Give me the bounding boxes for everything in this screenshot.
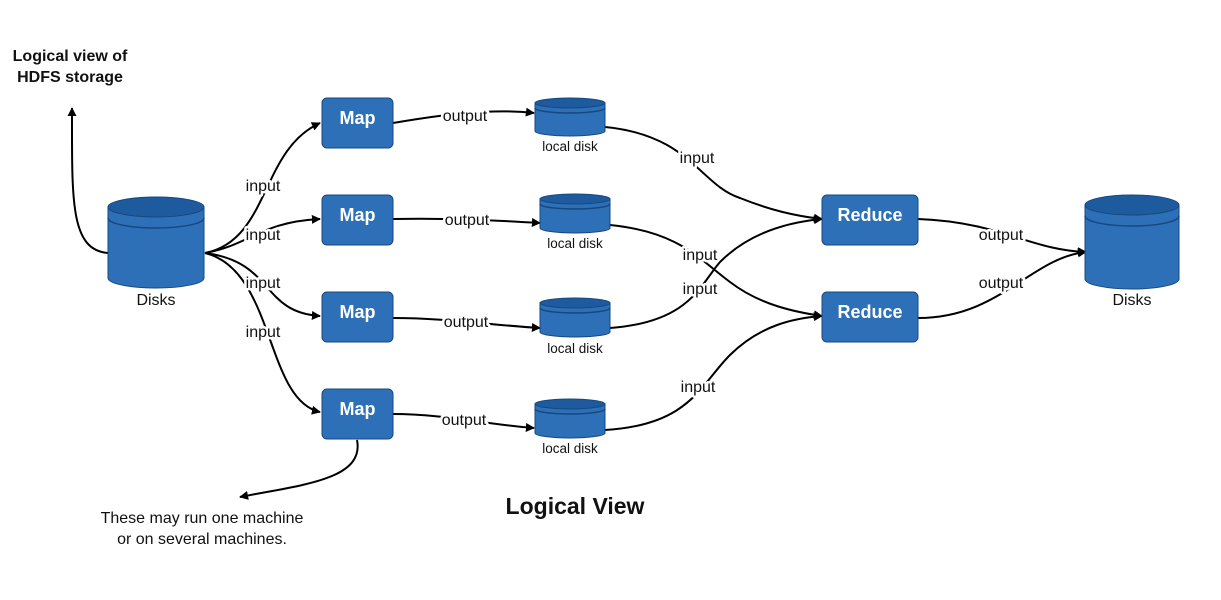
sink-disks-node: Disks bbox=[1084, 194, 1180, 309]
map-node-3: Map bbox=[321, 291, 394, 343]
hdfs-note: Logical view of HDFS storage bbox=[13, 48, 128, 86]
local-disk-node-1: local disk bbox=[534, 97, 606, 154]
edge-map-4-to-machines-note bbox=[239, 439, 359, 500]
map-node-2: Map bbox=[321, 194, 394, 246]
edge-labels: input input input input output output ou… bbox=[243, 106, 1026, 432]
source-disks-cylinder-band bbox=[107, 217, 205, 229]
local-disk-node-4: local disk bbox=[534, 398, 606, 456]
local-disk-3-cylinder-band bbox=[539, 307, 611, 314]
source-disks-node: Disks bbox=[107, 196, 205, 309]
local-disk-1-cylinder-icon bbox=[534, 102, 606, 137]
local-disk-2-cylinder-band bbox=[539, 203, 611, 210]
edge-map-2-to-local-disk-2 bbox=[392, 217, 541, 228]
edge-disks-to-map-4 bbox=[204, 252, 321, 415]
reduce-label-1: Reduce bbox=[837, 205, 902, 225]
input-label-map-1: input bbox=[246, 178, 281, 195]
map-label-2: Map bbox=[340, 205, 376, 225]
output-label-reduce-2: output bbox=[979, 275, 1024, 292]
output-label-map-3: output bbox=[444, 314, 489, 331]
source-disks-label: Disks bbox=[136, 292, 175, 309]
local-disk-2-cylinder-top bbox=[539, 193, 611, 205]
source-disks-cylinder-icon bbox=[107, 206, 205, 289]
sink-disks-cylinder-top bbox=[1084, 194, 1180, 216]
map-label-4: Map bbox=[340, 399, 376, 419]
input-label-map-3: input bbox=[246, 275, 281, 292]
map-node-4: Map bbox=[321, 388, 394, 440]
local-disk-label-4: local disk bbox=[542, 441, 598, 456]
edge-disks-to-map-1 bbox=[204, 122, 321, 254]
input-label-reduce-2b: input bbox=[681, 379, 716, 396]
machines-note-line-1: These may run one machine bbox=[101, 510, 304, 527]
map-box-4 bbox=[321, 388, 394, 440]
reduce-box-2 bbox=[821, 291, 919, 343]
edge-disks-to-hdfs-note bbox=[67, 107, 109, 254]
reduce-node-2: Reduce bbox=[821, 291, 919, 343]
edge-map-3-to-local-disk-3 bbox=[392, 317, 541, 333]
reduce-node-1: Reduce bbox=[821, 194, 919, 246]
local-disk-4-cylinder-band bbox=[534, 408, 606, 415]
edge-local-disk-2-to-reduce-2 bbox=[609, 224, 823, 320]
edge-reduce-1-to-disks bbox=[917, 218, 1087, 257]
input-label-map-4: input bbox=[246, 324, 281, 341]
machines-note-line-2: or on several machines. bbox=[117, 531, 287, 548]
diagram-title: Logical View bbox=[506, 493, 645, 519]
map-box-3 bbox=[321, 291, 394, 343]
local-disk-node-2: local disk bbox=[539, 193, 611, 251]
edge-map-4-to-local-disk-4 bbox=[392, 413, 535, 432]
map-node-1: Map bbox=[321, 97, 394, 149]
sink-disks-label: Disks bbox=[1112, 292, 1151, 309]
hdfs-note-line-2: HDFS storage bbox=[17, 69, 123, 86]
output-label-map-4: output bbox=[442, 412, 487, 429]
edge-local-disk-3-to-reduce-1 bbox=[609, 215, 823, 329]
map-label-3: Map bbox=[340, 302, 376, 322]
local-disk-4-cylinder-top bbox=[534, 398, 606, 410]
edge-reduce-2-to-disks bbox=[917, 248, 1087, 319]
machines-note: These may run one machine or on several … bbox=[101, 510, 304, 548]
map-label-1: Map bbox=[340, 108, 376, 128]
input-label-reduce-1a: input bbox=[680, 150, 715, 167]
edge-local-disk-1-to-reduce-1 bbox=[604, 126, 823, 223]
local-disk-3-cylinder-top bbox=[539, 297, 611, 309]
local-disk-1-cylinder-top bbox=[534, 97, 606, 109]
edge-disks-to-map-2 bbox=[204, 214, 321, 254]
local-disk-2-cylinder-icon bbox=[539, 198, 611, 234]
local-disk-3-cylinder-icon bbox=[539, 302, 611, 338]
reduce-label-2: Reduce bbox=[837, 302, 902, 322]
input-label-reduce-1b: input bbox=[683, 281, 718, 298]
local-disk-node-3: local disk bbox=[539, 297, 611, 356]
edges bbox=[67, 107, 1087, 500]
output-label-map-2: output bbox=[445, 212, 490, 229]
local-disk-label-3: local disk bbox=[547, 341, 603, 356]
input-label-map-2: input bbox=[246, 227, 281, 244]
hdfs-note-line-1: Logical view of bbox=[13, 48, 128, 65]
sink-disks-cylinder-band bbox=[1084, 215, 1180, 227]
edge-disks-to-map-3 bbox=[204, 252, 321, 320]
output-label-map-1: output bbox=[443, 108, 488, 125]
map-box-2 bbox=[321, 194, 394, 246]
reduce-box-1 bbox=[821, 194, 919, 246]
map-box-1 bbox=[321, 97, 394, 149]
edge-map-1-to-local-disk-1 bbox=[392, 107, 535, 124]
source-disks-cylinder-top bbox=[107, 196, 205, 218]
output-label-reduce-1: output bbox=[979, 227, 1024, 244]
input-label-reduce-2a: input bbox=[683, 247, 718, 264]
sink-disks-cylinder-icon bbox=[1084, 204, 1180, 290]
local-disk-label-1: local disk bbox=[542, 139, 598, 154]
local-disk-1-cylinder-band bbox=[534, 107, 606, 114]
local-disk-4-cylinder-icon bbox=[534, 403, 606, 439]
edge-local-disk-4-to-reduce-2 bbox=[604, 312, 823, 431]
local-disk-label-2: local disk bbox=[547, 236, 603, 251]
